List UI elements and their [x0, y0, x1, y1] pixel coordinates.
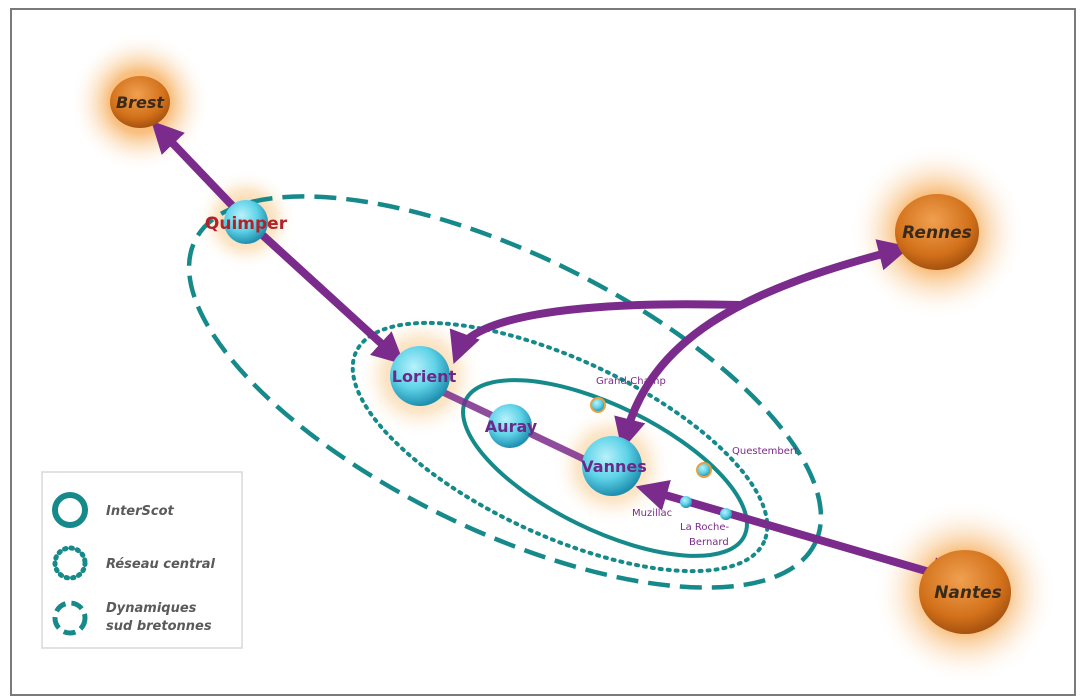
small-town-nodes [590, 397, 732, 520]
brest-node [110, 76, 170, 128]
lorient-node [390, 346, 450, 406]
muzillac-label: Muzillac [632, 508, 672, 519]
grand-champ-node [590, 397, 606, 413]
legend-dynamiques-label-line1: Dynamiques [106, 601, 197, 616]
quimper-node [224, 200, 268, 244]
legend-box [41, 471, 243, 649]
vannes-label: Vannes [581, 457, 646, 476]
muzillac-node [680, 496, 692, 508]
grand-champ-label: Grand-Champ [596, 376, 666, 387]
vannes-node [582, 436, 642, 496]
questembert-label: Questembert [732, 446, 798, 457]
arrow-quimper-lorient [242, 216, 405, 365]
arrow-quimper-brest [151, 120, 250, 224]
core-city-nodes [224, 200, 642, 496]
rennes-node [895, 194, 979, 270]
legend: InterScot Réseau central Dynamiques sud … [41, 471, 243, 649]
legend-dynamiques-label-line2: sud bretonnes [106, 619, 212, 634]
auray-label: Auray [485, 417, 538, 436]
nantes-node [919, 550, 1011, 634]
arrow-vannes-rennes [614, 239, 911, 451]
legend-dynamiques-symbol [52, 600, 88, 636]
legend-interscot-symbol [52, 492, 88, 528]
legend-reseau-central-symbol [52, 545, 88, 581]
lorient-label: Lorient [392, 367, 457, 386]
arrow-vannes-nantes [635, 480, 963, 588]
quimper-label: Quimper [205, 214, 288, 234]
la-roche-label-line2: Bernard [689, 537, 729, 548]
legend-interscot-label: InterScot [106, 504, 175, 519]
nantes-label: Nantes [934, 583, 1002, 603]
legend-reseau-central-label: Réseau central [106, 557, 215, 572]
rennes-label: Rennes [902, 223, 972, 243]
outer-city-nodes [110, 76, 1011, 634]
auray-node [488, 404, 532, 448]
la-roche-bernard-node [720, 508, 732, 520]
questembert-node [696, 462, 712, 478]
brest-label: Brest [116, 93, 165, 112]
la-roche-label-line1: La Roche- [680, 522, 729, 533]
